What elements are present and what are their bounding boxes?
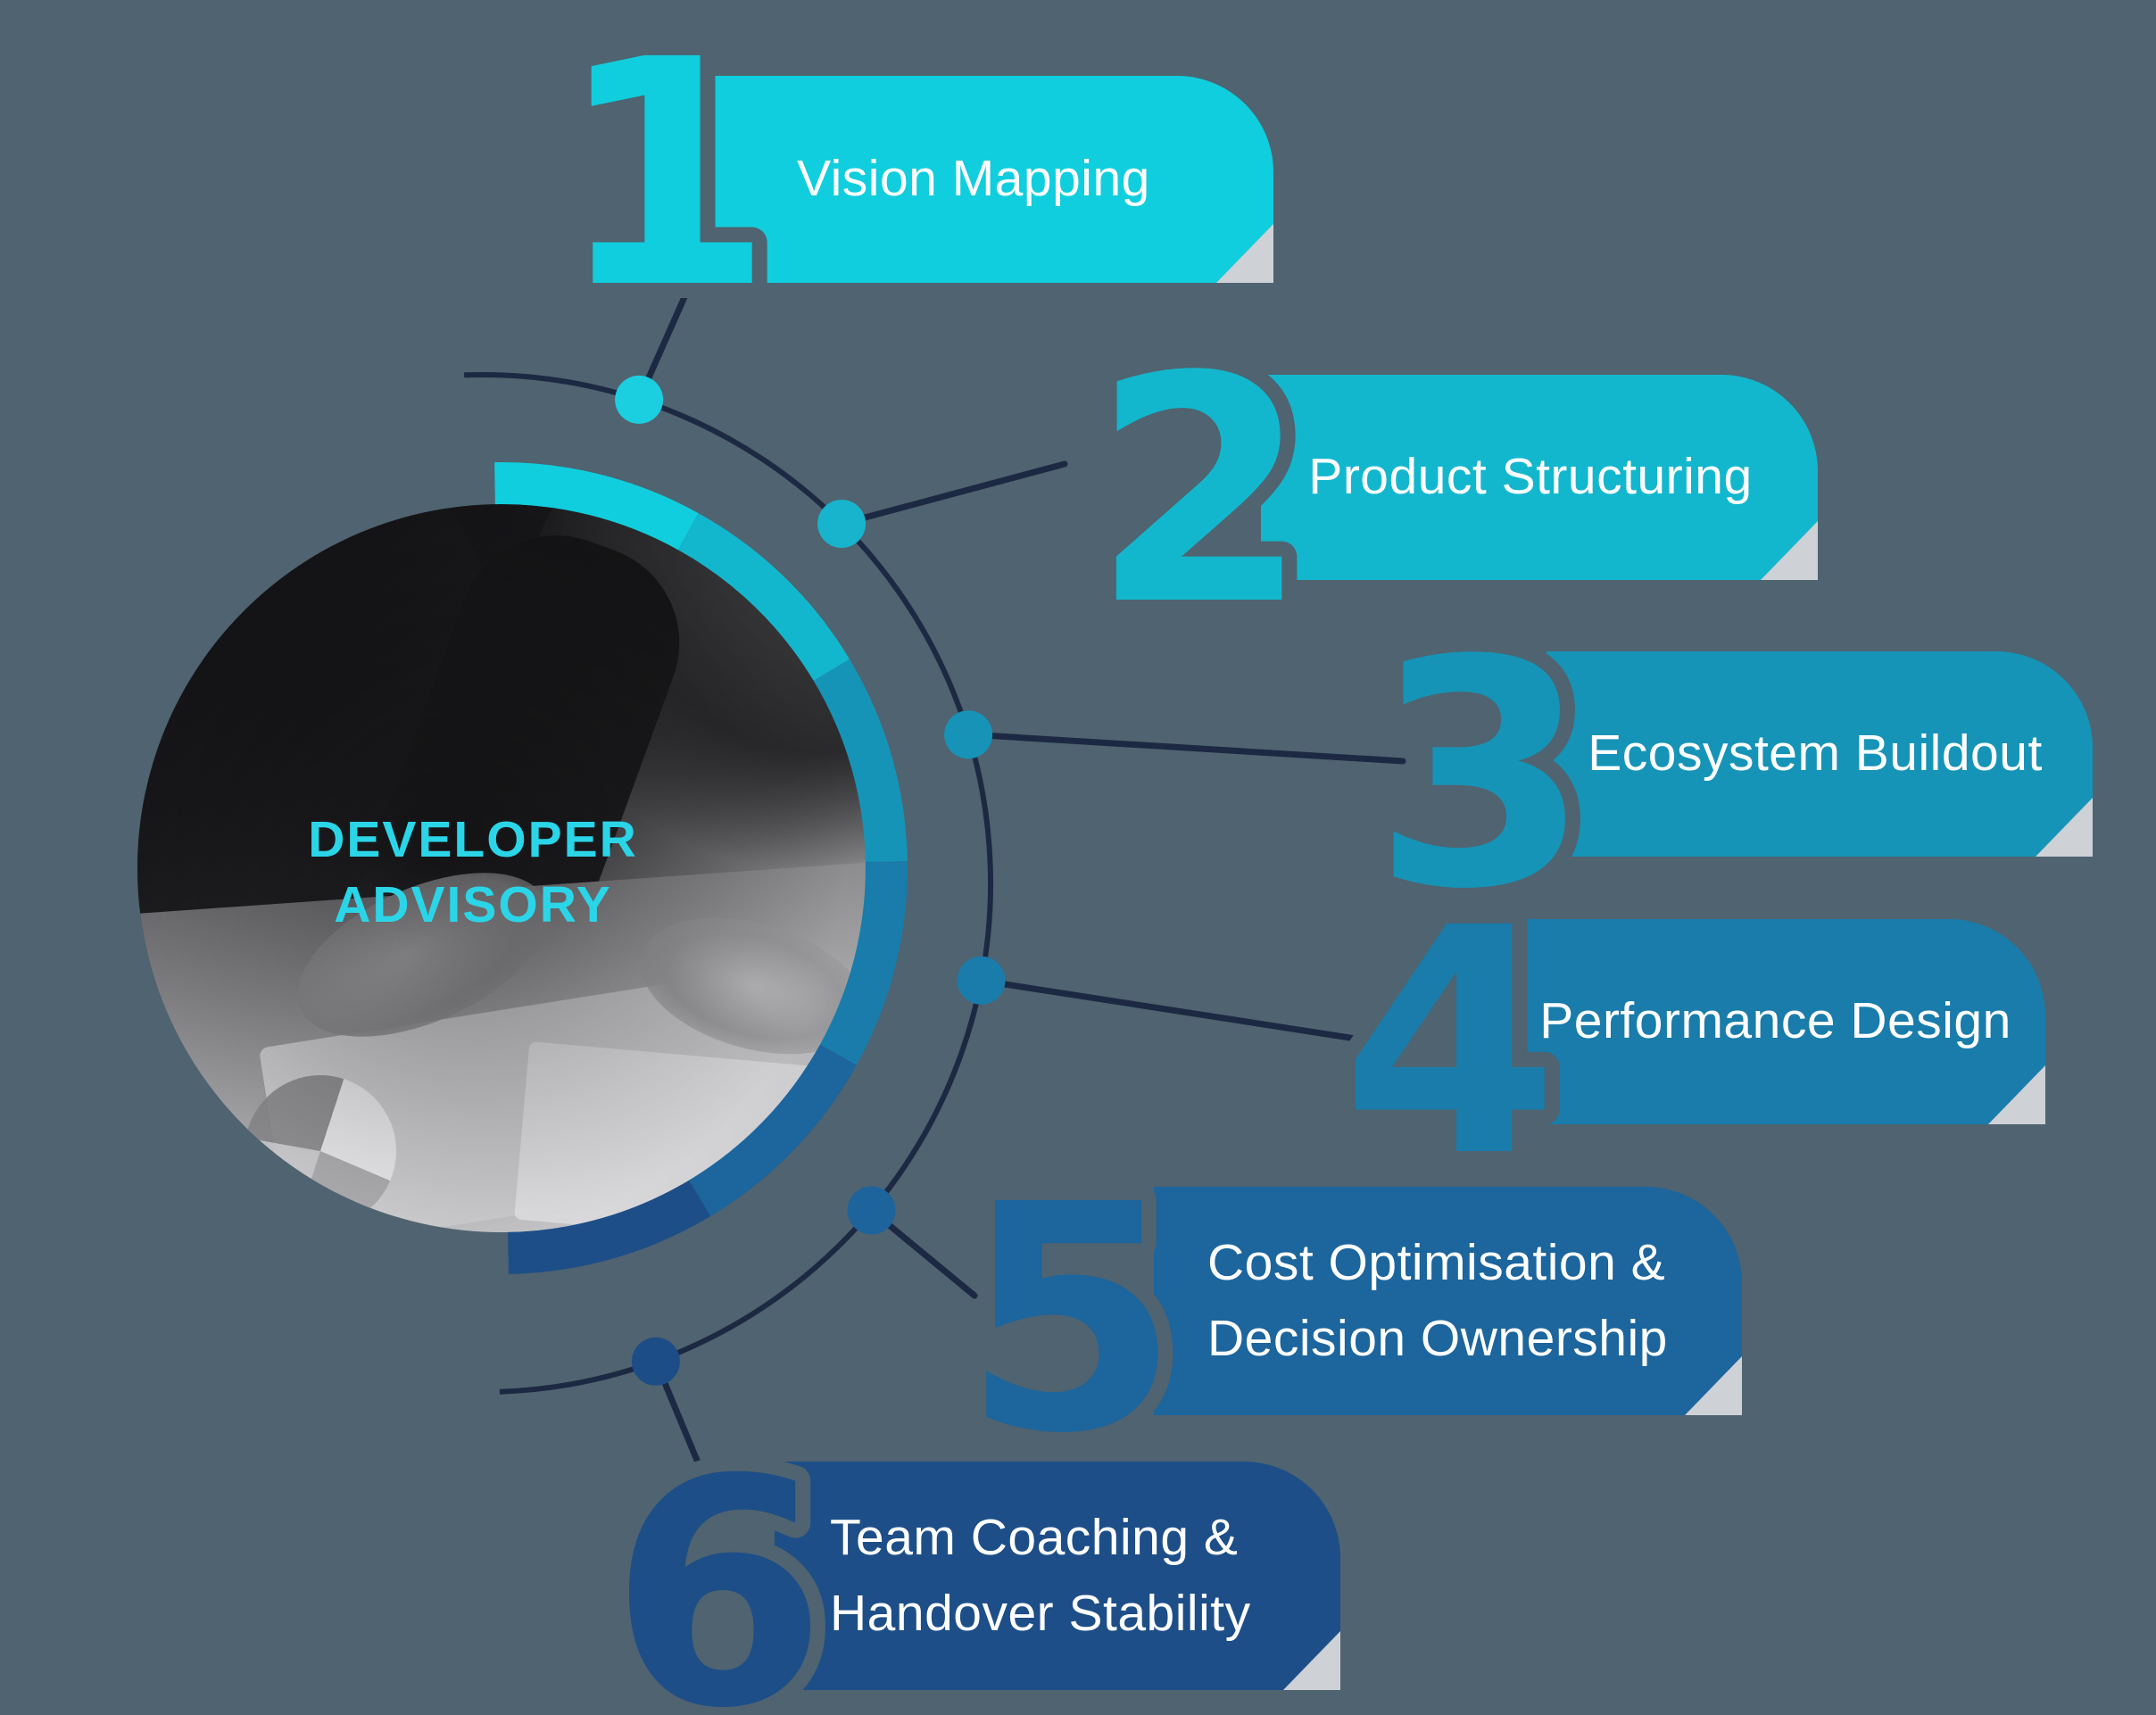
- connector-line-2: [838, 460, 1068, 527]
- step-banner-5: Cost Optimisation & Decision Ownership: [1154, 1187, 1742, 1415]
- step-label-2: Product Structuring: [1308, 448, 1753, 506]
- step-banner-4: Performance Design: [1514, 919, 2045, 1124]
- step-banner-2: Product Structuring: [1261, 375, 1818, 580]
- folded-corner-icon: [1283, 1631, 1340, 1690]
- step-label-4: Performance Design: [1539, 992, 2011, 1050]
- step-dot-3: [944, 710, 993, 759]
- step-label-3: Ecosystem Buildout: [1588, 725, 2043, 783]
- folded-corner-icon: [1216, 224, 1273, 283]
- center-title: DEVELOPER ADVISORY: [143, 808, 803, 938]
- step-banner-3: Ecosystem Buildout: [1547, 651, 2093, 857]
- step-dot-4: [957, 956, 1006, 1005]
- folded-corner-icon: [1761, 521, 1818, 580]
- center-title-line1: DEVELOPER: [308, 811, 638, 868]
- connector-line-4: [978, 977, 1382, 1046]
- step-banner-1: Vision Mapping: [709, 76, 1273, 283]
- step-number-5: 5: [962, 1138, 1180, 1502]
- step-dot-1: [615, 375, 664, 424]
- connector-line-6: [652, 1358, 717, 1504]
- folded-corner-icon: [2036, 798, 2093, 857]
- folded-corner-icon: [1685, 1356, 1742, 1415]
- folded-corner-icon: [1988, 1065, 2045, 1124]
- step-dot-6: [631, 1337, 680, 1386]
- center-title-line2: ADVISORY: [334, 875, 612, 933]
- step-banner-6: Team Coaching & Handover Stability: [775, 1462, 1340, 1690]
- step-label-6: Team Coaching &: [830, 1508, 1239, 1566]
- connector-line-3: [965, 731, 1406, 765]
- step-label-5: Cost Optimisation &: [1207, 1233, 1666, 1291]
- connector-line-5: [868, 1207, 978, 1299]
- step-label-1: Vision Mapping: [797, 150, 1150, 208]
